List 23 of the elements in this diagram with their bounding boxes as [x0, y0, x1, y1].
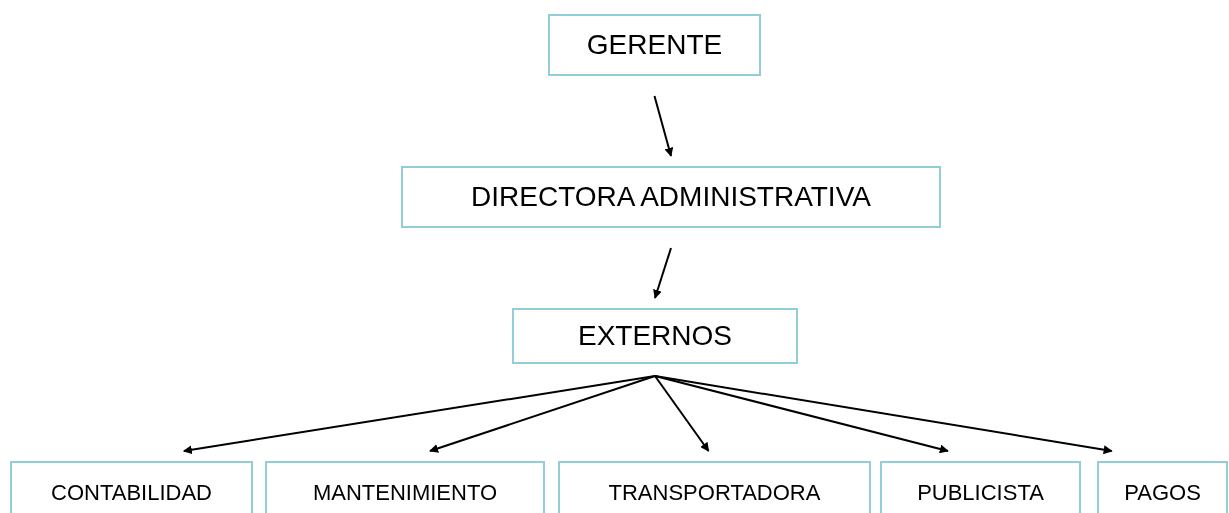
arrow: [654, 375, 949, 454]
arrow: [653, 95, 674, 157]
box-label: TRANSPORTADORA: [608, 480, 821, 506]
org-box: [558, 461, 871, 513]
box-label: GERENTE: [586, 29, 723, 61]
box-label: PUBLICISTA: [917, 480, 1044, 506]
org-box: [1097, 461, 1228, 513]
arrow: [654, 375, 710, 452]
org-box: [880, 461, 1081, 513]
org-box: [512, 308, 798, 364]
box-label: MANTENIMIENTO: [312, 480, 498, 506]
box-label: PAGOS: [1124, 480, 1201, 506]
arrow: [653, 247, 672, 299]
org-box: [265, 461, 545, 513]
box-label: EXTERNOS: [578, 320, 732, 352]
org-box: [548, 14, 761, 76]
arrow: [182, 375, 656, 455]
org-box: [401, 166, 941, 228]
box-label: DIRECTORA ADMINISTRATIVA: [471, 181, 871, 213]
box-label: CONTABILIDAD: [51, 480, 212, 506]
arrow: [654, 375, 1113, 455]
org-box: [10, 461, 253, 513]
arrow: [429, 375, 656, 453]
